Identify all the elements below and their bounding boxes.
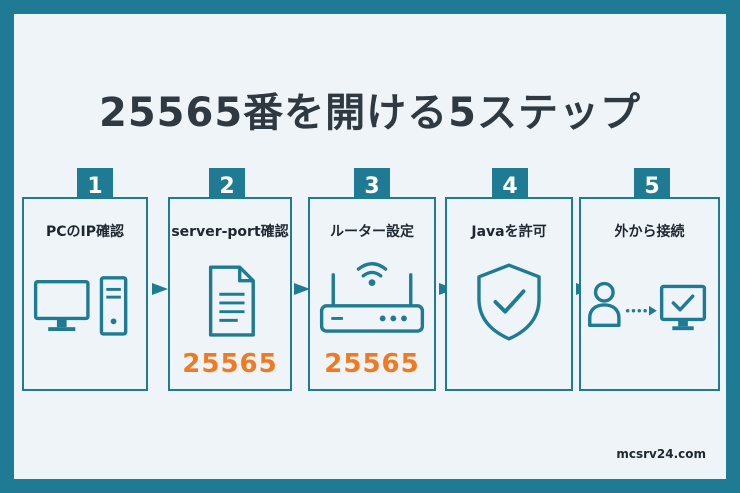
shield-check-icon	[477, 263, 541, 341]
infographic-panel: 25565番を開ける5ステップ 1 PCのIP確認 2 server-port確…	[14, 14, 726, 479]
remote-connect-icon	[588, 281, 707, 331]
arrow-right-icon	[152, 283, 168, 295]
step-3-card: ルーター設定 25565	[308, 197, 436, 391]
step-4-card: Javaを許可	[445, 197, 573, 391]
step-3-port-number: 25565	[324, 349, 420, 379]
step-2-card: server-port確認 25565	[168, 197, 292, 391]
computer-icon	[33, 276, 128, 336]
step-5-card: 外から接続	[579, 197, 720, 391]
site-url: mcsrv24.com	[616, 447, 706, 461]
step-4-label: Javaを許可	[471, 224, 547, 240]
step-1-card: PCのIP確認	[22, 197, 148, 391]
step-1-label: PCのIP確認	[45, 224, 124, 240]
step-2-label: server-port確認	[171, 224, 289, 240]
router-icon	[319, 262, 425, 333]
document-icon	[208, 265, 255, 337]
step-2-port-number: 25565	[182, 349, 278, 379]
page-title: 25565番を開ける5ステップ	[99, 90, 641, 136]
arrow-right-icon	[294, 283, 310, 295]
step-5-label: 外から接続	[614, 224, 685, 240]
step-3-label: ルーター設定	[330, 224, 414, 240]
